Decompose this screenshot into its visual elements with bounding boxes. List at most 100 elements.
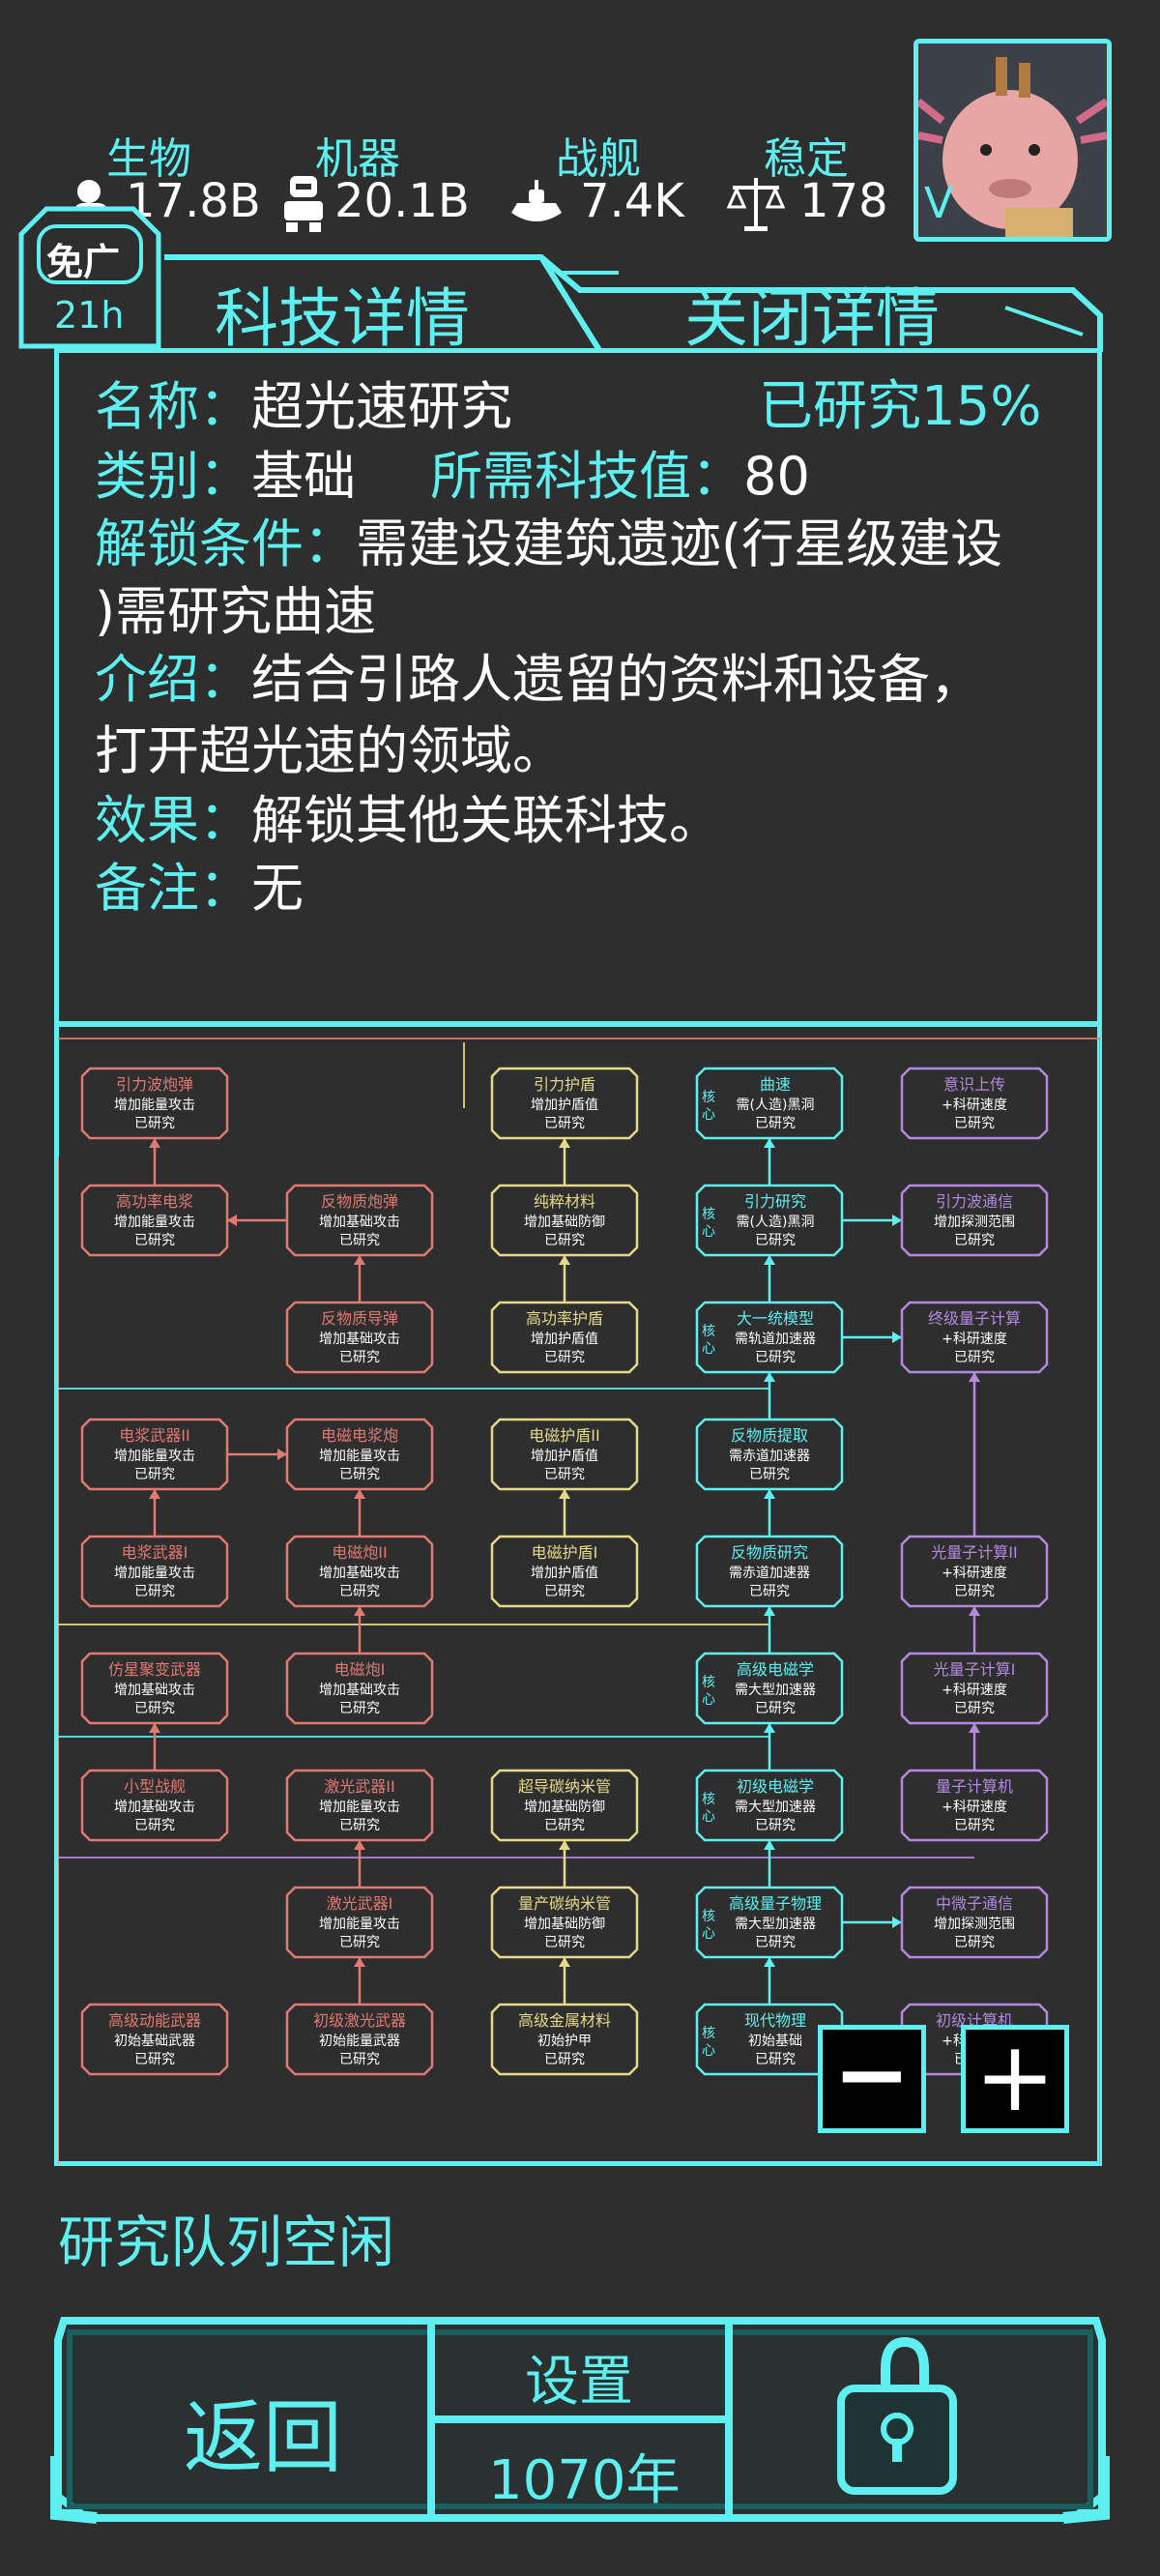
player-avatar[interactable]: V (914, 39, 1112, 242)
zoom-out-button[interactable]: − (818, 2020, 926, 2133)
tech-node-title: 小型战舰 (124, 1777, 186, 1796)
tech-node-status: 已研究 (954, 1584, 995, 1599)
tech-node-frame (285, 1184, 434, 1257)
tech-node-desc: 需大型加速器 (735, 1800, 816, 1815)
tech-node-frame (285, 1418, 434, 1491)
tech-node-status: 已研究 (339, 1467, 380, 1482)
tech-node-status: 已研究 (954, 1935, 995, 1950)
tech-node-desc: 增加护盾值 (531, 1098, 598, 1113)
tree-arrow (354, 1957, 365, 1967)
tech-node-frame (900, 1184, 1049, 1257)
tree-arrow (559, 1255, 570, 1265)
tree-arrow (764, 1372, 775, 1382)
tree-arrow (354, 1489, 365, 1499)
tech-node-status: 已研究 (544, 1467, 585, 1482)
tech-node-title: 电磁护盾II (529, 1426, 599, 1445)
zoom-in-button[interactable]: + (961, 2020, 1069, 2133)
tech-note: 无 (251, 858, 304, 919)
tech-node-desc: 需赤道加速器 (729, 1566, 810, 1581)
tech-node-frame (490, 1886, 639, 1959)
tech-node-title: 量子计算机 (936, 1777, 1013, 1796)
resource-value: 178 (799, 174, 888, 228)
tech-node-desc: 需大型加速器 (735, 1917, 816, 1932)
tree-arrow (764, 1138, 775, 1148)
tech-node-title: 电磁护盾I (532, 1543, 598, 1562)
current-year: 1070年 (488, 2449, 681, 2512)
tech-node-desc: +科研速度 (942, 1683, 1007, 1698)
tech-node-desc: 需赤道加速器 (729, 1449, 810, 1464)
tech-node-desc: 增加能量攻击 (114, 1566, 195, 1581)
tech-node-desc: 初始能量武器 (319, 2033, 400, 2049)
resource-label: 战舰 (556, 134, 641, 184)
tech-node-title: 仿星聚变武器 (108, 1660, 201, 1679)
tech-node-status: 已研究 (134, 1116, 175, 1131)
tree-arrow (559, 1840, 570, 1850)
tech-node-frame (695, 1418, 844, 1491)
tab-tech-detail[interactable]: 科技详情 (215, 281, 470, 356)
tech-unlock: 需建设建筑遗迹(行星级建设 (356, 513, 1003, 574)
tech-node-frame (80, 1067, 229, 1140)
tech-node-desc: 增加护盾值 (531, 1332, 598, 1347)
tree-arrow (892, 1215, 902, 1226)
tree-arrow (764, 1840, 775, 1850)
lock-icon (837, 2336, 957, 2495)
tech-node-frame (695, 1886, 844, 1959)
tech-node-status: 已研究 (339, 1701, 380, 1716)
core-label: 心 (702, 2043, 715, 2059)
tab-close-detail[interactable]: 关闭详情 (684, 281, 940, 356)
tree-arrow (764, 1606, 775, 1616)
core-label: 核 (702, 1324, 715, 1339)
no-ads-badge[interactable]: 免广 21h (17, 205, 162, 350)
lock-button[interactable] (733, 2325, 1100, 2514)
tech-node-frame (695, 1301, 844, 1374)
tech-node-title: 反物质研究 (731, 1543, 808, 1562)
tree-arrow (892, 1332, 902, 1343)
tech-node-status: 已研究 (134, 1818, 175, 1833)
core-label: 核 (702, 1792, 715, 1807)
tech-node-status: 已研究 (544, 2052, 585, 2067)
robot-icon (284, 176, 323, 232)
tech-node-frame (80, 1652, 229, 1725)
tech-node-title: 激光武器II (324, 1777, 394, 1796)
